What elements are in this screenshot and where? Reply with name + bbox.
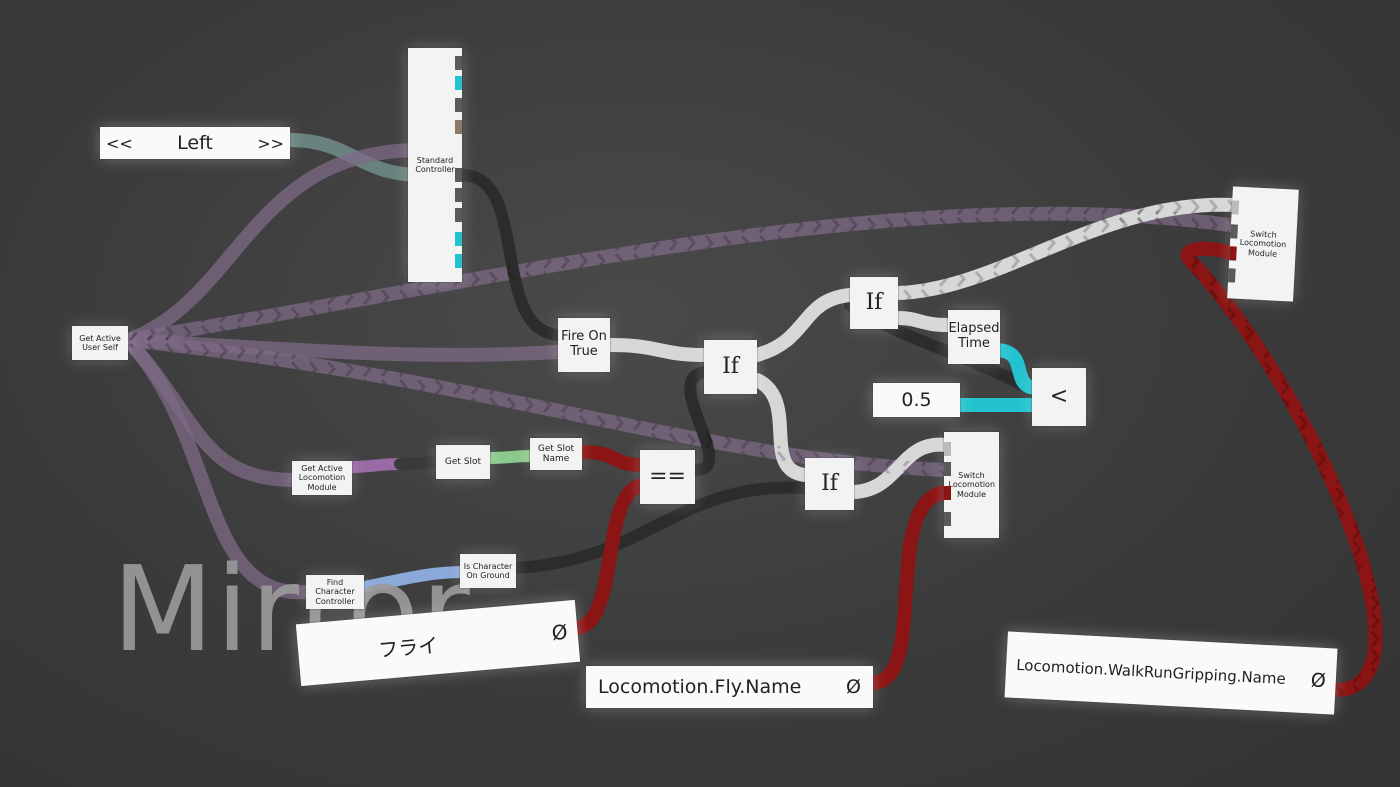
switch-locomotion-label: Switch Locomotion Module	[948, 471, 996, 499]
output-port[interactable]	[455, 232, 462, 246]
if-label: If	[722, 354, 739, 380]
elapsed-time-label: Elapsed Time	[948, 321, 1000, 351]
is-character-on-ground-node[interactable]: Is Character On Ground	[460, 554, 516, 588]
wire-string-fly-jp	[571, 478, 650, 635]
if-label: If	[821, 471, 838, 497]
fire-on-true-node[interactable]: Fire On True	[558, 318, 610, 372]
if-node-top[interactable]: If	[850, 277, 898, 329]
get-active-user-self-label: Get Active User Self	[79, 333, 121, 352]
output-port[interactable]	[455, 120, 462, 134]
if-label: If	[865, 290, 883, 316]
standard-controller-node[interactable]: Standard Controller	[408, 48, 462, 282]
null-button[interactable]: Ø	[846, 676, 861, 698]
wire-user-controller	[121, 143, 427, 347]
wire-string-slotname	[575, 445, 650, 472]
wire-user-character	[121, 333, 315, 600]
wire-string-fly	[866, 485, 953, 690]
wire-bool-controller-fire	[456, 169, 564, 341]
walk-name-value: Locomotion.WalkRunGripping.Name	[1015, 655, 1287, 689]
wire-impulse-if-iftop	[750, 288, 857, 362]
wire-controller	[358, 566, 468, 593]
output-port[interactable]	[455, 56, 462, 70]
equals-node[interactable]: ==	[640, 450, 695, 504]
input-port[interactable]	[1230, 224, 1238, 239]
threshold-input[interactable]: 0.5	[873, 383, 960, 417]
get-slot-name-node[interactable]: Get Slot Name	[530, 438, 582, 470]
threshold-value: 0.5	[901, 389, 932, 411]
get-active-locomotion-module-node[interactable]: Get Active Locomotion Module	[292, 461, 352, 495]
fly-name-value: Locomotion.Fly.Name	[598, 676, 802, 698]
wire-float-elapsed	[988, 343, 1041, 395]
elapsed-time-node[interactable]: Elapsed Time	[948, 310, 1000, 364]
find-character-controller-node[interactable]: Find Character Controller	[306, 575, 364, 609]
null-button[interactable]: Ø	[550, 619, 569, 645]
get-active-locomotion-module-label: Get Active Locomotion Module	[298, 464, 346, 492]
input-port[interactable]	[944, 486, 951, 500]
output-port[interactable]	[455, 254, 462, 268]
wire-impulse-if-ifbottom	[750, 373, 812, 482]
input-port[interactable]	[944, 442, 951, 456]
output-port[interactable]	[455, 98, 462, 112]
output-port[interactable]	[455, 168, 462, 182]
less-than-node[interactable]: <	[1032, 368, 1086, 426]
wire-bool-equals-if	[684, 366, 716, 476]
selector-prev-button[interactable]: <<	[106, 133, 133, 153]
selector-next-button[interactable]: >>	[257, 133, 284, 153]
locomotion-selector[interactable]: << Left >>	[100, 127, 290, 159]
input-port[interactable]	[944, 462, 951, 476]
get-slot-label: Get Slot	[444, 456, 482, 467]
input-port[interactable]	[1231, 200, 1240, 215]
selector-value: Left	[177, 132, 213, 154]
input-port[interactable]	[944, 512, 951, 526]
wire-impulse-fire-if	[603, 338, 711, 362]
get-slot-name-label: Get Slot Name	[537, 443, 575, 464]
equals-label: ==	[649, 464, 686, 490]
fly-jp-value: フライ	[377, 632, 440, 662]
wire-bool-ground-if	[510, 481, 811, 574]
standard-controller-label: Standard Controller	[415, 155, 455, 174]
if-node-main[interactable]: If	[704, 340, 757, 394]
input-port[interactable]	[1229, 246, 1237, 261]
output-port[interactable]	[455, 76, 462, 90]
if-node-bottom[interactable]: If	[805, 458, 854, 510]
wire-locomotion	[346, 458, 406, 473]
fly-name-input[interactable]: Locomotion.Fly.Name Ø	[586, 666, 873, 708]
wire-slot-get	[394, 456, 446, 470]
wire-impulse-iftop-elapsed	[891, 311, 955, 332]
find-character-controller-label: Find Character Controller	[315, 578, 355, 606]
output-port[interactable]	[455, 208, 462, 222]
wire-slot-name	[484, 450, 538, 464]
wire-string-walk	[1180, 241, 1383, 697]
wire-user-switch-top	[121, 206, 1237, 347]
null-button[interactable]: Ø	[1310, 669, 1327, 693]
fire-on-true-label: Fire On True	[561, 329, 607, 359]
output-port[interactable]	[455, 188, 462, 202]
switch-locomotion-node-bottom[interactable]: Switch Locomotion Module	[944, 432, 999, 538]
less-than-label: <	[1049, 384, 1069, 410]
switch-locomotion-label: Switch Locomotion Module	[1239, 229, 1287, 259]
input-port[interactable]	[1227, 268, 1236, 283]
get-slot-node[interactable]: Get Slot	[436, 445, 490, 479]
is-character-on-ground-label: Is Character On Ground	[463, 561, 513, 580]
get-active-user-self-node[interactable]: Get Active User Self	[72, 326, 128, 360]
switch-locomotion-node-top[interactable]: Switch Locomotion Module	[1227, 186, 1299, 302]
